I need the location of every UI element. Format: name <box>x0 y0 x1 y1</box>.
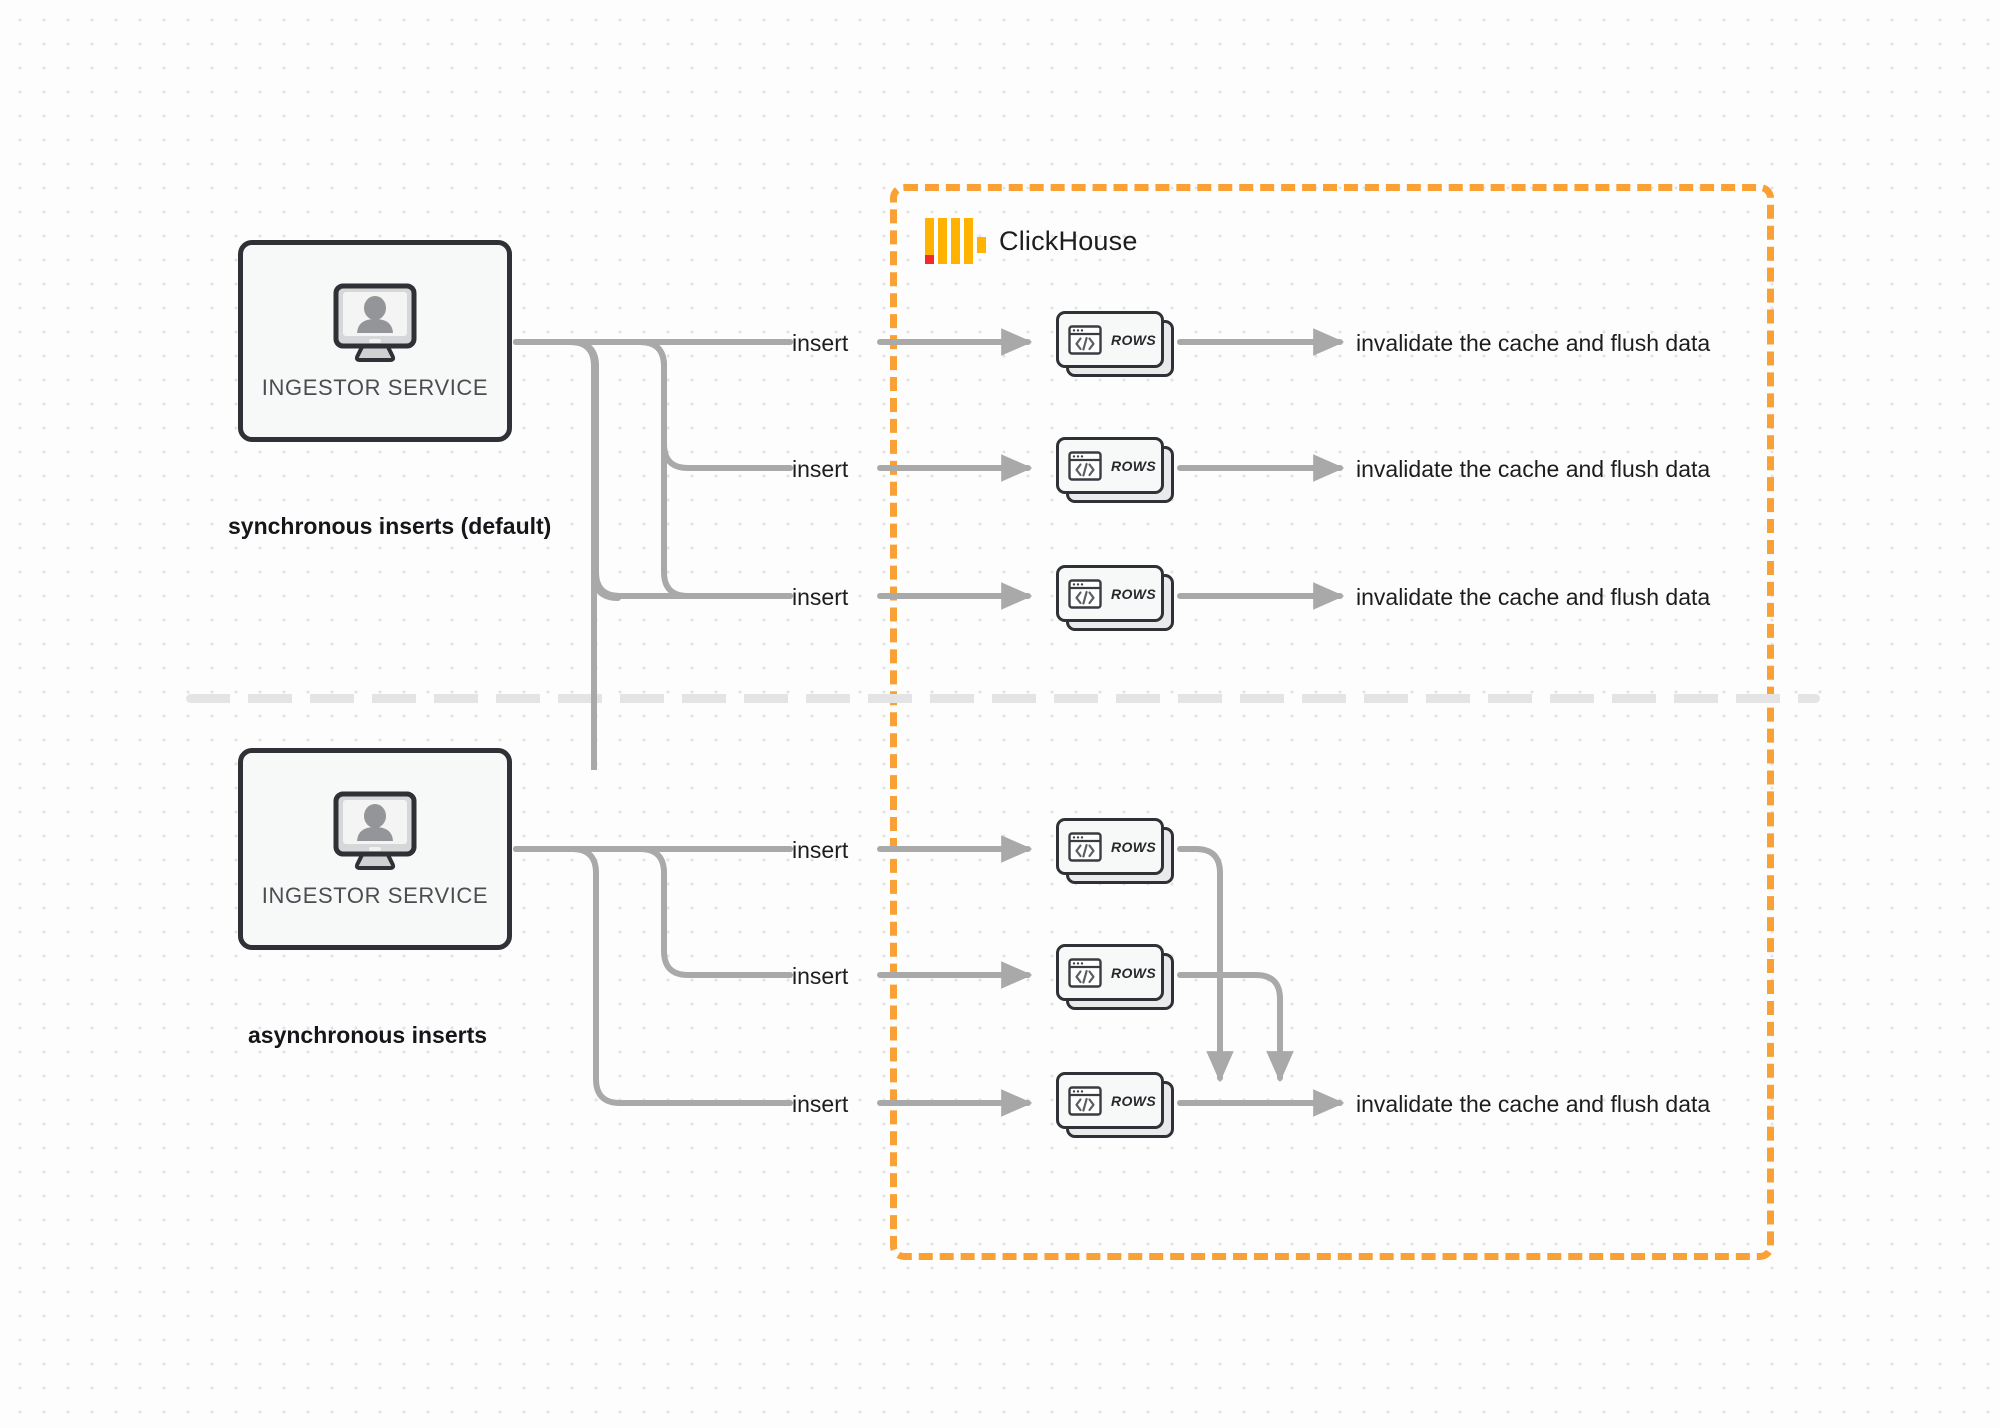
ingestor-service-label-sync: INGESTOR SERVICE <box>261 375 489 400</box>
code-window-icon <box>1068 450 1102 481</box>
insert-label-async-2: insert <box>792 963 849 989</box>
rows-card-front: ROWS <box>1056 565 1164 622</box>
clickhouse-logo-group: ClickHouse <box>925 218 1138 264</box>
rows-card[interactable]: ROWS <box>1056 565 1174 631</box>
flush-label-sync-2: invalidate the cache and flush data <box>1356 456 1711 482</box>
monitor-user-icon <box>327 281 423 365</box>
caption-asynchronous: asynchronous inserts <box>248 1022 488 1048</box>
insert-label-sync-3: insert <box>792 584 849 610</box>
caption-synchronous: synchronous inserts (default) <box>228 513 552 539</box>
rows-card[interactable]: ROWS <box>1056 1072 1174 1138</box>
rows-card-label: ROWS <box>1111 1092 1157 1109</box>
rows-card-front: ROWS <box>1056 1072 1164 1129</box>
ingestor-service-label-async: INGESTOR SERVICE <box>261 883 489 908</box>
rows-card-front: ROWS <box>1056 437 1164 494</box>
rows-card-front: ROWS <box>1056 311 1164 368</box>
flush-label-sync-1: invalidate the cache and flush data <box>1356 330 1711 356</box>
code-window-icon <box>1068 957 1102 988</box>
code-window-icon <box>1068 1085 1102 1116</box>
rows-card-label: ROWS <box>1111 331 1157 348</box>
rows-card[interactable]: ROWS <box>1056 311 1174 377</box>
monitor-user-icon <box>327 789 423 873</box>
ingestor-service-sync[interactable]: INGESTOR SERVICE <box>238 240 512 442</box>
insert-label-async-3: insert <box>792 1091 849 1117</box>
rows-card-front: ROWS <box>1056 944 1164 1001</box>
ingestor-service-async[interactable]: INGESTOR SERVICE <box>238 748 512 950</box>
clickhouse-logo-icon <box>925 218 986 264</box>
flush-label-async-merged: invalidate the cache and flush data <box>1356 1091 1711 1117</box>
insert-label-sync-1: insert <box>792 330 849 356</box>
rows-card[interactable]: ROWS <box>1056 437 1174 503</box>
insert-label-async-1: insert <box>792 837 849 863</box>
rows-card-label: ROWS <box>1111 964 1157 981</box>
rows-card-front: ROWS <box>1056 818 1164 875</box>
code-window-icon <box>1068 324 1102 355</box>
code-window-icon <box>1068 578 1102 609</box>
rows-card-label: ROWS <box>1111 838 1157 855</box>
code-window-icon <box>1068 831 1102 862</box>
rows-card[interactable]: ROWS <box>1056 944 1174 1010</box>
clickhouse-label: ClickHouse <box>999 225 1138 256</box>
rows-card[interactable]: ROWS <box>1056 818 1174 884</box>
insert-label-sync-2: insert <box>792 456 849 482</box>
clickhouse-boundary <box>890 184 1774 1260</box>
section-divider <box>186 694 1820 703</box>
flush-label-sync-3: invalidate the cache and flush data <box>1356 584 1711 610</box>
rows-card-label: ROWS <box>1111 585 1157 602</box>
rows-card-label: ROWS <box>1111 457 1157 474</box>
